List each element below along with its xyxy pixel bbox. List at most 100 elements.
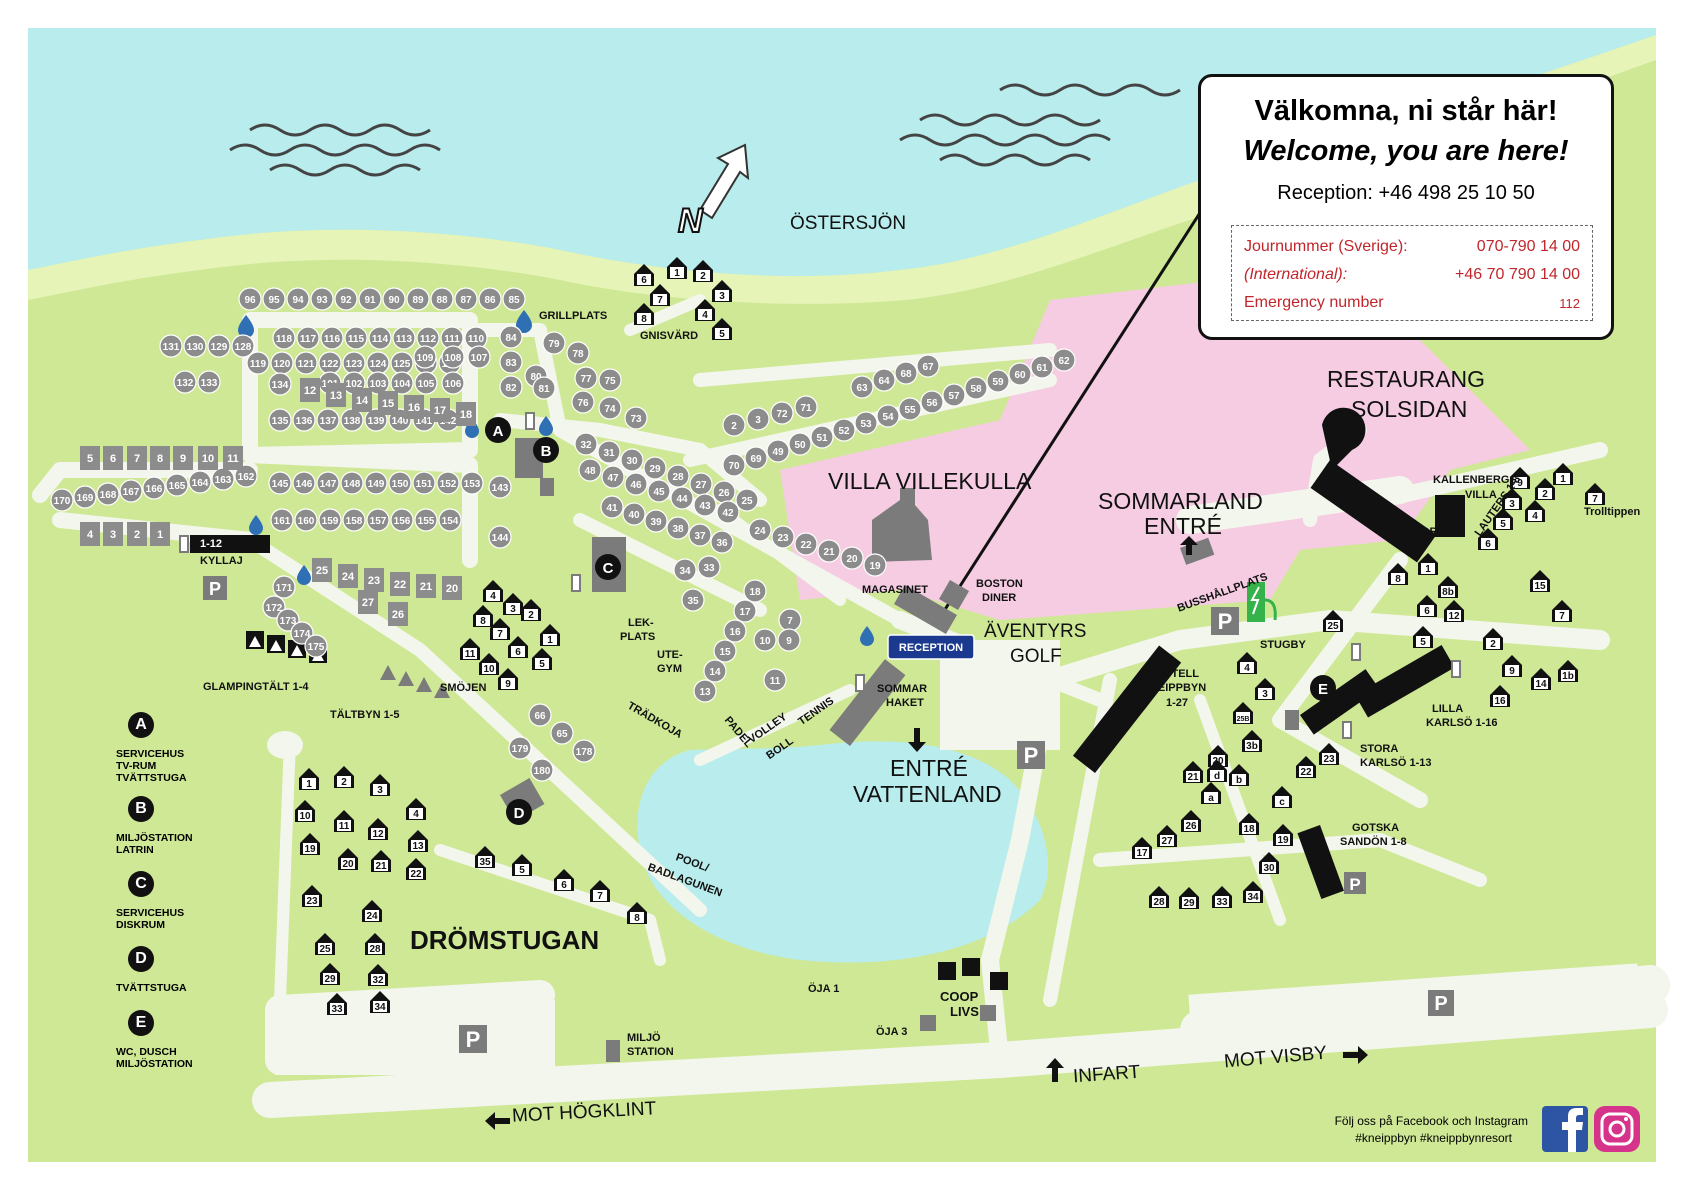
- pitch-plot: 16: [404, 395, 424, 419]
- legend-text-d: TVÄTTSTUGA: [116, 982, 187, 994]
- pitch-marker: 10: [753, 628, 777, 652]
- pitch-number: 4: [87, 529, 94, 541]
- pitch-number: 3: [755, 415, 761, 426]
- pitch-number: 96: [244, 295, 256, 306]
- label-coop-2: LIVS: [950, 1004, 979, 1019]
- pitch-number: 131: [163, 342, 180, 353]
- pitch-number: 11: [227, 453, 239, 465]
- cabin-number: 11: [465, 649, 476, 660]
- bin-icon: [540, 478, 554, 496]
- label-coop-1: COOP: [940, 989, 979, 1004]
- cabin-number: 4: [1532, 511, 1538, 522]
- pitch-marker: 49: [766, 439, 790, 463]
- cabin-icon: 8: [627, 902, 647, 924]
- label-boston-1: BOSTON: [976, 578, 1023, 590]
- pitch-number: 121: [298, 359, 315, 370]
- svg-text:E: E: [1318, 681, 1328, 698]
- pitch-marker: 81: [532, 376, 556, 400]
- instagram-icon[interactable]: [1594, 1106, 1640, 1152]
- pitch-number: 169: [77, 493, 94, 504]
- pitch-number: 12: [304, 385, 316, 397]
- cabin-icon: 3: [370, 774, 390, 796]
- pitch-number: 24: [342, 571, 355, 583]
- cabin-icon: 8: [473, 605, 493, 627]
- pitch-marker: 46: [624, 472, 648, 496]
- pitch-number: 51: [816, 433, 828, 444]
- cabin-number: 8: [480, 616, 486, 627]
- legend-text-e: WC, DUSCH MILJÖSTATION: [116, 1046, 193, 1070]
- lake: [637, 741, 1049, 963]
- pitch-marker: 162: [234, 464, 258, 488]
- pitch-marker: 13: [693, 679, 717, 703]
- pitch-number: 133: [201, 378, 218, 389]
- cabin-icon: 6: [634, 264, 654, 286]
- cabin-number: 18: [1243, 824, 1255, 835]
- cabin-number: 23: [306, 896, 318, 907]
- label-boston-2: DINER: [982, 592, 1017, 604]
- label-sommarhaket-1: SOMMAR: [877, 683, 928, 695]
- cabin-icon: 34: [370, 991, 390, 1013]
- label-kyllaj-range: 1-12: [200, 538, 223, 550]
- cabin-number: 20: [342, 859, 354, 870]
- pitch-marker: 66: [528, 703, 552, 727]
- pitch-marker: 121: [294, 351, 318, 375]
- pitch-marker: 70: [722, 453, 746, 477]
- pitch-number: 87: [460, 295, 472, 306]
- pitch-marker: 153: [460, 471, 484, 495]
- cabin-icon: 28: [365, 933, 385, 955]
- pitch-number: 44: [676, 494, 688, 505]
- pitch-marker: 156: [390, 508, 414, 532]
- pitch-number: 61: [1036, 363, 1048, 374]
- tent-icon: [246, 631, 264, 649]
- pitch-number: 18: [749, 587, 761, 598]
- pitch-number: 88: [436, 295, 448, 306]
- service-markers: A B C D E: [485, 417, 1336, 825]
- bins: [540, 478, 1299, 1062]
- pitch-number: 42: [722, 508, 734, 519]
- cabin-icon: 33: [327, 993, 347, 1015]
- label-kyllaj: KYLLAJ: [200, 555, 243, 567]
- cabin-icon: 25: [315, 933, 335, 955]
- cabin-number: 33: [1216, 897, 1228, 908]
- pitch-marker: 179: [508, 736, 532, 760]
- pitch-plot: 7: [127, 446, 147, 470]
- cabin-icon: 4: [483, 580, 503, 602]
- cabin-icon: 4: [695, 299, 715, 321]
- buildings: [190, 407, 1465, 899]
- pitch-number: 145: [272, 479, 289, 490]
- pitch-number: 79: [548, 339, 560, 350]
- label-kallenbergs-1: KALLENBERGS: [1433, 474, 1517, 486]
- cabin-number: 8b: [1442, 587, 1454, 598]
- svg-text:P: P: [1218, 609, 1233, 634]
- pitch-marker: 110: [464, 326, 488, 350]
- reception-sign[interactable]: [887, 634, 975, 660]
- pitch-marker: 124: [366, 351, 390, 375]
- cabin-number: 1: [547, 635, 553, 646]
- pitch-number: 107: [471, 353, 488, 364]
- pitch-number: 3: [110, 529, 116, 541]
- cabin-number: 22: [1300, 767, 1312, 778]
- pitch-number: 161: [274, 516, 291, 527]
- cabin-number: d: [1214, 771, 1220, 782]
- pitch-plot: 3: [103, 522, 123, 546]
- label-grillplats: GRILLPLATS: [539, 310, 608, 322]
- pitch-number: 178: [576, 747, 593, 758]
- pitch-number: 68: [900, 369, 912, 380]
- pitch-marker: 138: [340, 408, 364, 432]
- pitch-number: 47: [607, 473, 619, 484]
- pitch-number: 156: [394, 516, 411, 527]
- cabin-icon: 4: [1525, 500, 1545, 522]
- pitch-marker: 164: [188, 470, 212, 494]
- social-line-1: Följ oss på Facebook och Instagram: [1334, 1114, 1528, 1128]
- pitch-marker: 168: [96, 482, 120, 506]
- cabin-number: 9: [505, 679, 511, 690]
- pitch-marker: 63: [850, 375, 874, 399]
- label-sommarland-1: SOMMARLAND: [1098, 488, 1263, 514]
- pitch-number: 22: [394, 579, 406, 591]
- water-drop-icon: [516, 310, 532, 333]
- pitch-number: 7: [134, 453, 140, 465]
- cabin-icon: d: [1207, 760, 1227, 782]
- shore-band: [28, 35, 1656, 304]
- facebook-icon[interactable]: [1542, 1106, 1588, 1152]
